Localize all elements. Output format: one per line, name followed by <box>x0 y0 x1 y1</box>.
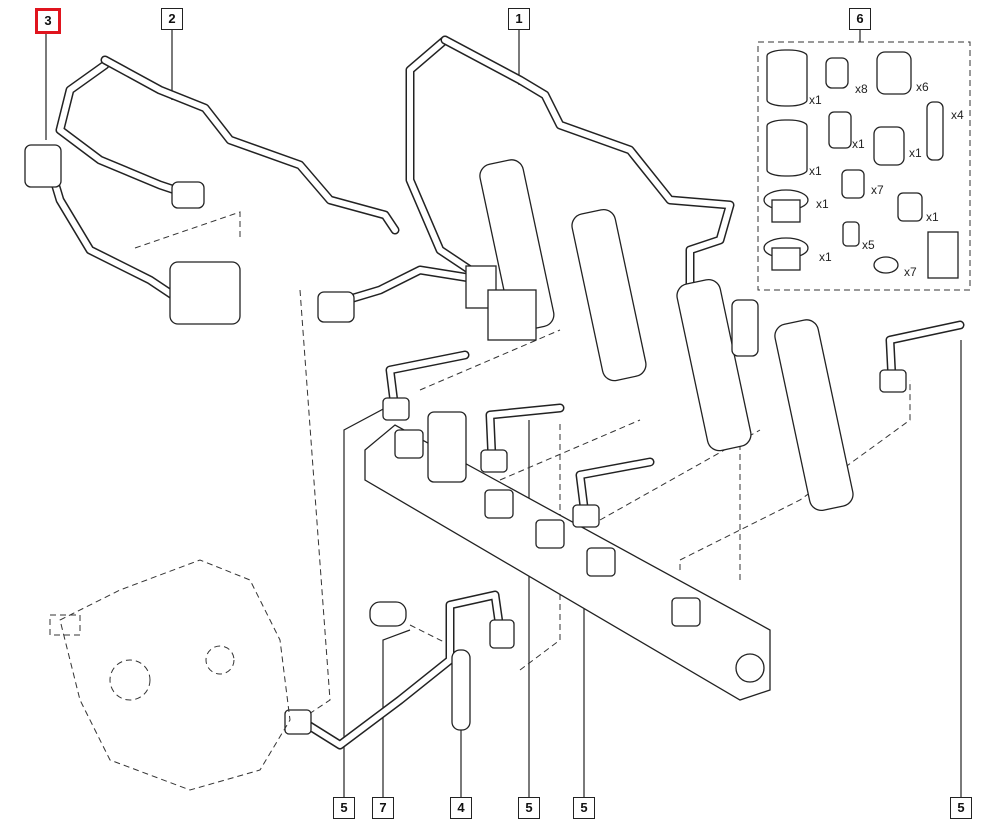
leak-off-pipe-1 <box>317 35 735 323</box>
callout-6[interactable]: 6 <box>849 8 871 30</box>
tube-cap-icon <box>926 101 944 161</box>
callout-5[interactable]: 5 <box>518 797 540 819</box>
pressure-sensor-icon <box>427 411 467 483</box>
kit-qty: x4 <box>951 108 964 122</box>
cap-icon <box>841 169 865 199</box>
clip-icon <box>873 256 899 274</box>
callout-5[interactable]: 5 <box>573 797 595 819</box>
connector-icon <box>171 181 205 209</box>
sleeve-icon <box>766 49 808 107</box>
injector-icon <box>676 278 752 452</box>
cap-icon <box>873 126 905 166</box>
valve-icon <box>169 261 241 325</box>
kit-qty: x6 <box>916 80 929 94</box>
callout-2[interactable]: 2 <box>161 8 183 30</box>
high-pressure-pump <box>49 559 291 791</box>
kit-qty: x1 <box>819 250 832 264</box>
injector-icon <box>774 319 854 512</box>
plug-icon <box>825 57 849 89</box>
callout-4[interactable]: 4 <box>450 797 472 819</box>
notice-booklet-icon <box>927 231 959 279</box>
kit-qty: x8 <box>855 82 868 96</box>
kit-qty: x7 <box>871 183 884 197</box>
callout-3-selected[interactable]: 3 <box>35 8 61 34</box>
kit-qty: x1 <box>809 164 822 178</box>
high-pressure-pipes <box>284 320 965 750</box>
injectors <box>479 159 854 512</box>
leak-off-pipe-3 <box>24 144 241 325</box>
leak-off-pipe-2 <box>55 55 400 235</box>
cap-icon <box>876 51 912 95</box>
callout-5[interactable]: 5 <box>333 797 355 819</box>
kit-qty: x7 <box>904 265 917 279</box>
callout-7[interactable]: 7 <box>372 797 394 819</box>
callout-5[interactable]: 5 <box>950 797 972 819</box>
kit-qty: x1 <box>926 210 939 224</box>
common-rail <box>364 411 771 701</box>
kit-qty: x1 <box>816 197 829 211</box>
injector-icon <box>571 208 647 382</box>
plug-icon <box>828 111 852 149</box>
sleeve-7-icon <box>369 601 407 627</box>
sleeve-icon <box>766 119 808 177</box>
kit-qty: x1 <box>909 146 922 160</box>
callout-1[interactable]: 1 <box>508 8 530 30</box>
kit-6-parts <box>763 49 959 279</box>
kit-6-box <box>757 41 971 291</box>
clamp-bracket-4-icon <box>451 649 471 731</box>
kit-qty: x5 <box>862 238 875 252</box>
plug-icon <box>897 192 923 222</box>
kit-qty: x1 <box>852 137 865 151</box>
kit-qty: x1 <box>809 93 822 107</box>
plug-icon <box>842 221 860 247</box>
